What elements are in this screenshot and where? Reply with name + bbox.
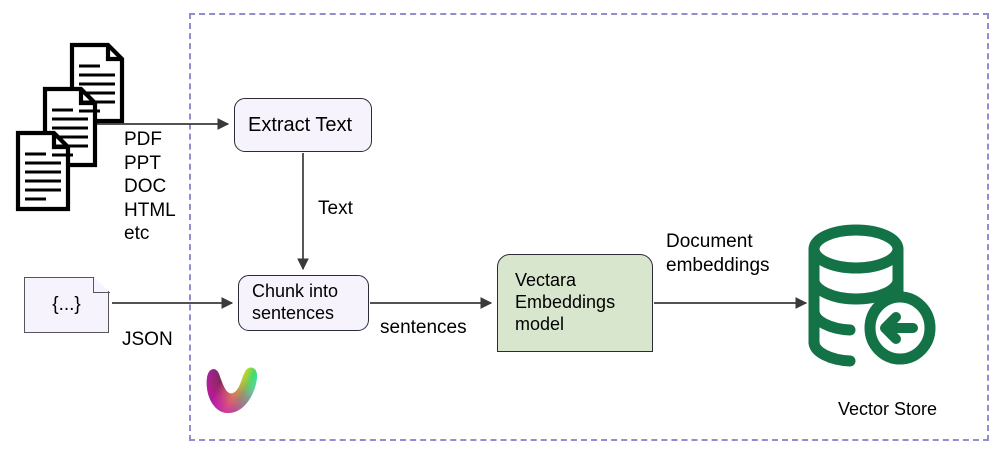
node-vectara-embeddings-model-label: Vectara Embeddings model — [515, 270, 616, 334]
node-extract-text-label: Extract Text — [248, 113, 353, 136]
node-chunk-into-sentences-label: Chunk into sentences — [252, 281, 339, 323]
edge-label-json: JSON — [122, 329, 173, 350]
json-document-label: {...} — [52, 294, 81, 315]
vector-store-label: Vector Store — [838, 399, 938, 419]
edge-label-sentences: sentences — [380, 317, 467, 338]
vectara-logo-icon — [206, 367, 258, 414]
edge-label-document-embeddings: Document embeddings — [666, 231, 770, 276]
indexing-pipeline-boundary — [189, 13, 989, 441]
node-chunk-into-sentences[interactable]: Chunk into sentences — [238, 275, 369, 331]
database-import-icon — [808, 224, 936, 367]
node-extract-text[interactable]: Extract Text — [234, 98, 372, 152]
node-vectara-embeddings-model[interactable]: Vectara Embeddings model — [497, 254, 653, 352]
edge-label-formats: PDF PPT DOC HTML etc — [124, 129, 176, 245]
json-document-fold-icon — [93, 277, 110, 293]
document-stack-icon — [15, 42, 125, 212]
edge-label-text: Text — [318, 198, 353, 219]
json-document-node: {...} — [24, 277, 109, 333]
